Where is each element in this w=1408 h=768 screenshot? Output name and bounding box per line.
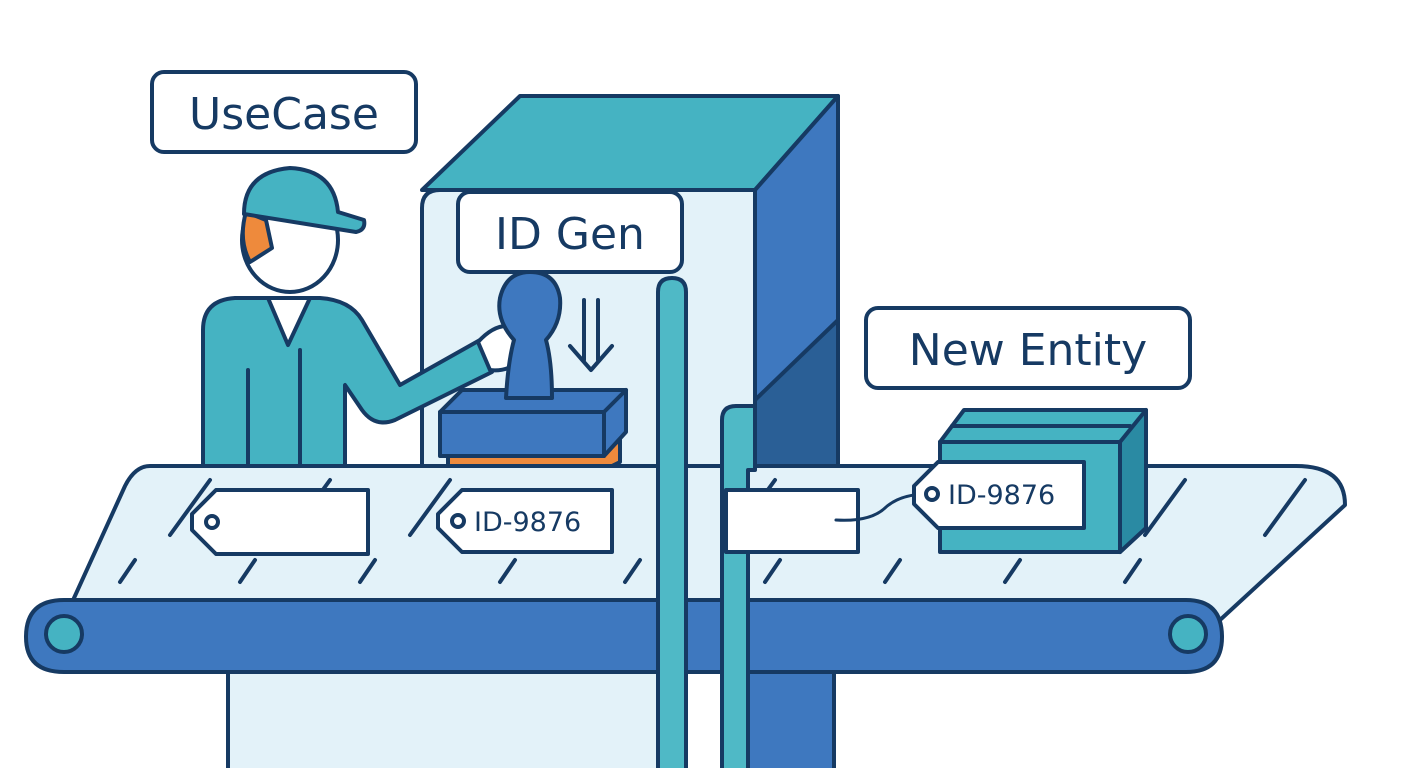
new-entity-label-box: New Entity <box>864 306 1192 390</box>
stamped-tag-text: ID-9876 <box>474 507 581 538</box>
worker-cap <box>242 166 367 234</box>
worker-figure <box>201 166 530 472</box>
usecase-label-box: UseCase <box>150 70 418 154</box>
belt-roller-left <box>44 614 84 654</box>
id-gen-label-box: ID Gen <box>456 190 684 274</box>
exiting-tag <box>724 488 860 554</box>
blank-tag <box>190 488 370 556</box>
new-entity-label: New Entity <box>909 325 1147 376</box>
stamp <box>438 270 628 472</box>
entity-tag-text: ID-9876 <box>948 480 1055 511</box>
usecase-label: UseCase <box>189 89 379 140</box>
stamped-tag: ID-9876 <box>436 488 614 554</box>
belt-roller-right <box>1168 614 1208 654</box>
stamp-handle <box>497 270 563 400</box>
entity-tag: ID-9876 <box>912 460 1086 530</box>
down-arrow-icon <box>568 298 614 372</box>
id-gen-label: ID Gen <box>495 209 645 260</box>
